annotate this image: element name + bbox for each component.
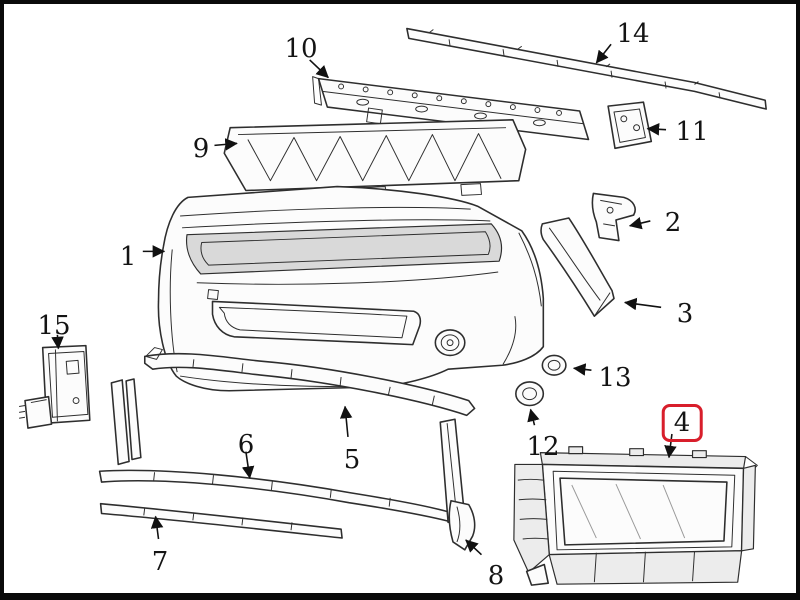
part-15-sensor-bracket (19, 344, 91, 429)
part-8-corner-bracket (448, 499, 476, 551)
callout-2: 2 (664, 208, 682, 238)
part-14-upper-molding-strip (406, 27, 767, 110)
callout-7: 7 (151, 547, 169, 577)
part-11-mounting-bracket (607, 101, 653, 150)
callout-9: 9 (192, 134, 210, 164)
part-2-upper-corner-bracket (591, 192, 636, 242)
part-1-front-bumper-cover (157, 185, 545, 392)
part-3-side-support-bracket (540, 217, 615, 317)
part-7-lower-trim-strip (99, 502, 343, 539)
part-9-energy-absorber (223, 119, 527, 199)
part-6-valance-panel (98, 378, 466, 524)
callout-5: 5 (343, 445, 361, 475)
part-4-radiator-air-duct (513, 446, 758, 586)
callout-14: 14 (616, 19, 650, 49)
parts-illustration (19, 27, 767, 586)
callout-15: 15 (37, 311, 71, 341)
callout-1: 1 (119, 242, 137, 272)
callout-12: 12 (526, 432, 560, 462)
part-13-grommet (541, 354, 567, 376)
callout-10: 10 (284, 34, 318, 64)
callout-3: 3 (676, 299, 694, 329)
callout-8: 8 (487, 561, 505, 591)
part-5-lower-molding (143, 347, 476, 417)
callout-11: 11 (675, 117, 709, 147)
callout-6: 6 (237, 430, 255, 460)
leader-arrows (51, 43, 677, 556)
callout-13: 13 (598, 363, 632, 393)
callout-4-highlighted: 4 (661, 404, 703, 442)
part-12-retainer-ring (515, 381, 545, 407)
